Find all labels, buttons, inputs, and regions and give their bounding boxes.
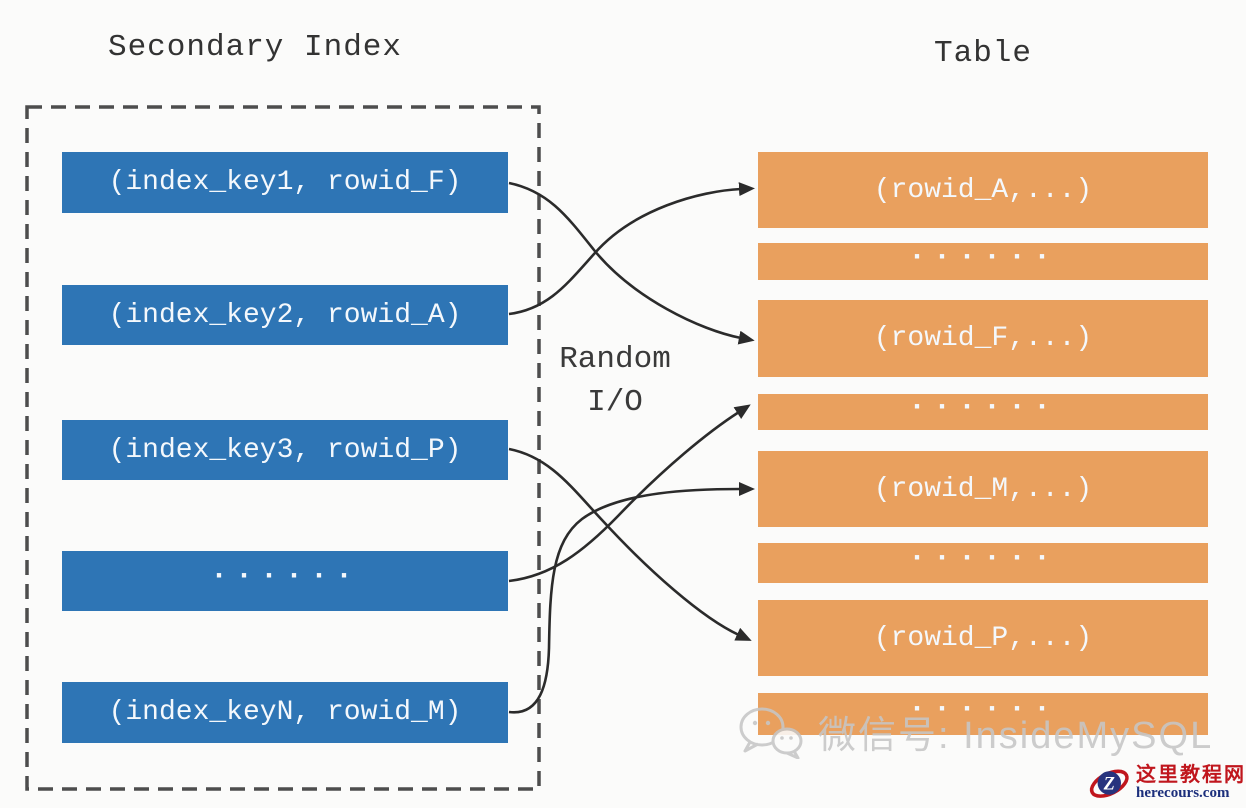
site-logo: Z 这里教程网 herecours.com bbox=[1088, 758, 1246, 808]
table-row-label: ...... bbox=[907, 686, 1059, 721]
table-row-label: ...... bbox=[907, 233, 1059, 268]
table-row-label: (rowid_A,...) bbox=[873, 174, 1093, 206]
table-row-8: ...... bbox=[758, 686, 1208, 735]
wechat-icon bbox=[739, 707, 803, 759]
table-row-1: (rowid_A,...) bbox=[758, 152, 1208, 228]
table-row-2: ...... bbox=[758, 234, 1208, 280]
table-row-6: ...... bbox=[758, 535, 1208, 583]
random-io-line2: I/O bbox=[587, 385, 643, 421]
table-row-label: (rowid_M,...) bbox=[873, 473, 1093, 505]
table-row-label: (rowid_F,...) bbox=[873, 323, 1093, 354]
index-row-label: (index_key1, rowid_F) bbox=[108, 167, 462, 198]
table-row-5: (rowid_M,...) bbox=[758, 451, 1208, 527]
table-row-3: (rowid_F,...) bbox=[758, 300, 1208, 377]
arrow-indexkey2-to-rowidA bbox=[508, 182, 755, 316]
watermark-text: 微信号: InsideMySQL bbox=[818, 715, 1214, 757]
arrow-indexkeyN-to-rowidM bbox=[508, 482, 755, 714]
site-domain: herecours.com bbox=[1136, 784, 1230, 801]
table-row-label: ...... bbox=[907, 535, 1059, 570]
table-row-label: (rowid_P,...) bbox=[873, 622, 1093, 654]
index-row-label: (index_keyN, rowid_M) bbox=[108, 697, 462, 728]
index-row-label: (index_key2, rowid_A) bbox=[108, 299, 462, 331]
index-row-label: ...... bbox=[209, 553, 361, 588]
table-row-label: ...... bbox=[907, 384, 1059, 419]
table-title: Table bbox=[933, 36, 1032, 71]
watermark: 微信号: InsideMySQL bbox=[738, 704, 1213, 759]
site-name: 这里教程网 bbox=[1136, 763, 1246, 786]
index-row-3: (index_key3, rowid_P) bbox=[62, 420, 508, 480]
arrow-indexkey1-to-rowidF bbox=[508, 181, 755, 345]
arrow-indexkey3-to-rowidP bbox=[508, 447, 752, 641]
table-row-7: (rowid_P,...) bbox=[758, 600, 1208, 676]
index-row-1: (index_key1, rowid_F) bbox=[62, 152, 508, 213]
random-io-label: Random I/O bbox=[545, 338, 685, 425]
index-row-5: (index_keyN, rowid_M) bbox=[62, 682, 508, 743]
index-row-4: ...... bbox=[62, 551, 508, 611]
table-row-4: ...... bbox=[758, 384, 1208, 430]
secondary-index-title: Secondary Index bbox=[107, 30, 403, 65]
index-row-label: (index_key3, rowid_P) bbox=[108, 434, 462, 466]
random-io-line1: Random bbox=[559, 342, 671, 377]
site-logo-emblem: Z bbox=[1089, 769, 1129, 798]
arrow-dots-to-dots bbox=[508, 404, 751, 583]
index-row-2: (index_key2, rowid_A) bbox=[62, 285, 508, 345]
site-logo-letter: Z bbox=[1103, 773, 1115, 793]
